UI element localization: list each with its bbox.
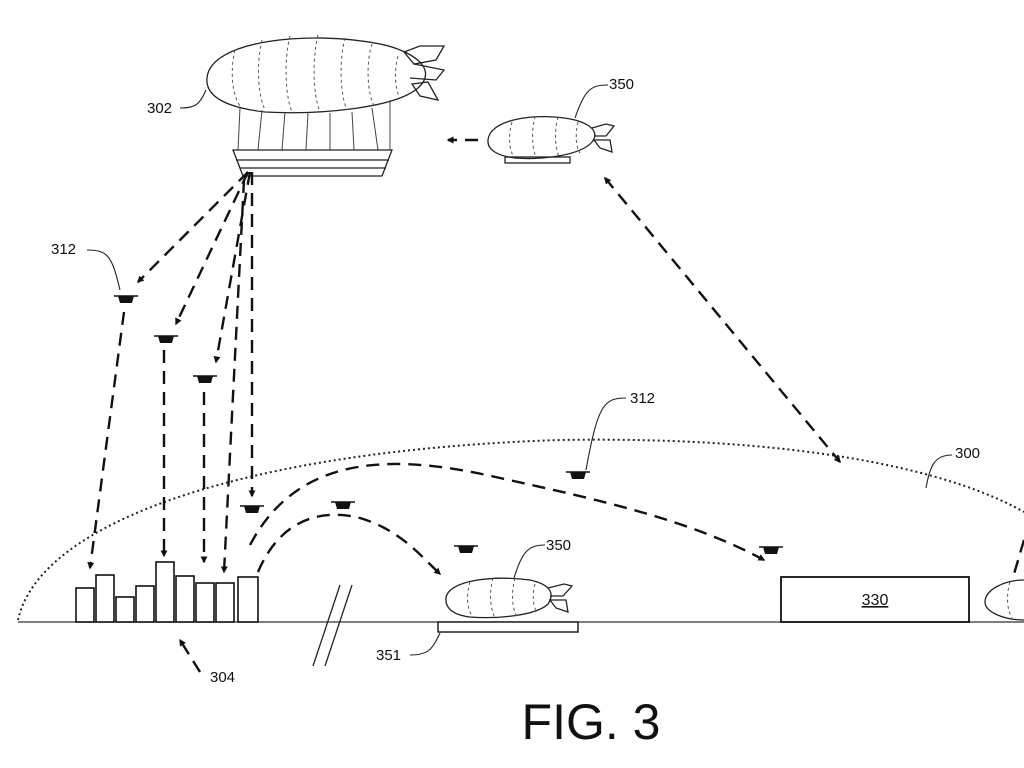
drone [454,545,478,553]
drone [114,295,138,303]
label-351: 351 [376,647,401,664]
shuttle-airship-upper [487,115,616,164]
shuttle-airship-docked [445,577,574,619]
drone [566,471,590,479]
delivery-drones [114,295,783,554]
label-312-lower: 312 [630,390,655,407]
label-304: 304 [210,669,235,686]
break-marks [312,584,353,667]
drone [759,546,783,554]
drone [240,505,264,513]
label-302: 302 [147,100,172,117]
delivery-arrows [87,311,766,575]
label-312-upper: 312 [51,241,76,258]
label-300: 300 [955,445,980,462]
landing-pad [437,621,579,633]
dispatch-arrows [137,171,256,574]
drone [331,501,355,509]
coverage-area-boundary [17,438,1024,621]
label-350-upper: 350 [609,76,634,93]
facility-box [780,576,970,623]
figure-title: FIG. 3 [522,694,661,750]
shuttle-link-arrow [604,176,841,464]
airship-fulfillment-center [206,34,446,177]
drone [154,335,178,343]
shuttle-airship-partial [984,579,1024,621]
building-cluster [75,561,259,623]
label-350-lower: 350 [546,537,571,554]
drone [193,375,217,383]
label-330: 330 [862,592,889,609]
